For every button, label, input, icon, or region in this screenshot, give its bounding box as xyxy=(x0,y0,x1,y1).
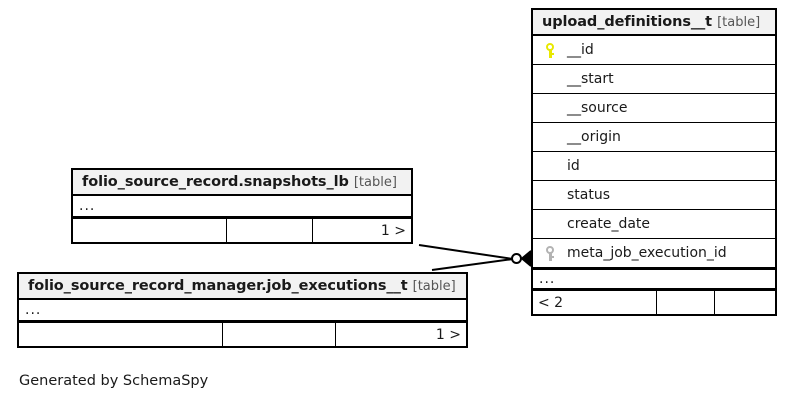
relationship-edge-snapshots xyxy=(418,244,514,260)
more-columns-indicator: ... xyxy=(533,268,775,291)
primary-key-icon xyxy=(537,42,563,58)
generated-by-credit: Generated by SchemaSpy xyxy=(19,373,209,389)
column-name: status xyxy=(567,187,611,204)
table-job-executions[interactable]: folio_source_record_manager.job_executio… xyxy=(17,272,468,349)
column-row[interactable]: create_date xyxy=(533,210,775,240)
footer-cell-incoming-relations xyxy=(19,323,223,347)
table-upload-definitions[interactable]: upload_definitions__t [table] __id __sta… xyxy=(531,8,777,317)
column-row[interactable]: id xyxy=(533,152,775,182)
column-row[interactable]: __source xyxy=(533,94,775,124)
crows-foot-prongs-icon xyxy=(521,250,532,267)
column-row[interactable]: __id xyxy=(533,36,775,66)
table-title: folio_source_record_manager.job_executio… xyxy=(28,278,408,294)
crows-foot-many-icon xyxy=(521,249,532,268)
column-name: __source xyxy=(567,100,628,117)
table-header-snapshots-lb: folio_source_record.snapshots_lb [table] xyxy=(73,170,411,197)
table-footer: < 2 xyxy=(533,290,775,315)
column-name: __origin xyxy=(567,129,621,146)
column-row[interactable]: status xyxy=(533,181,775,211)
footer-cell-middle xyxy=(223,323,336,347)
column-name: __id xyxy=(567,42,594,59)
table-kind-label: [table] xyxy=(412,279,456,294)
column-name: create_date xyxy=(567,216,651,233)
table-kind-label: [table] xyxy=(717,15,761,30)
table-header-job-executions: folio_source_record_manager.job_executio… xyxy=(19,274,466,301)
table-kind-label: [table] xyxy=(353,175,397,190)
table-title: upload_definitions__t xyxy=(542,14,712,30)
more-columns-indicator: ... xyxy=(19,300,466,323)
foreign-key-icon xyxy=(537,245,563,261)
footer-cell-incoming-relations xyxy=(73,219,227,243)
table-footer: 1 > xyxy=(73,218,411,243)
column-row[interactable]: __start xyxy=(533,65,775,95)
more-columns-indicator: ... xyxy=(73,196,411,219)
table-footer: 1 > xyxy=(19,322,466,347)
column-row-foreign-key[interactable]: meta_job_execution_id xyxy=(533,239,775,269)
column-name: __start xyxy=(567,71,614,88)
footer-cell-outgoing-relations[interactable]: 1 > xyxy=(380,222,406,239)
relationship-edge-job-executions xyxy=(431,258,514,271)
footer-cell-middle xyxy=(227,219,313,243)
table-snapshots-lb[interactable]: folio_source_record.snapshots_lb [table]… xyxy=(71,168,413,245)
table-title: folio_source_record.snapshots_lb xyxy=(82,174,349,190)
cardinality-zero-circle-icon xyxy=(511,253,522,264)
column-name: id xyxy=(567,158,580,175)
footer-cell-middle xyxy=(657,291,715,315)
column-row[interactable]: __origin xyxy=(533,123,775,153)
table-header-upload-definitions: upload_definitions__t [table] xyxy=(533,10,775,37)
column-name: meta_job_execution_id xyxy=(567,245,727,262)
footer-cell-outgoing-relations[interactable] xyxy=(715,291,775,314)
footer-cell-incoming-relations[interactable]: < 2 xyxy=(533,291,657,315)
footer-cell-outgoing-relations[interactable]: 1 > xyxy=(435,326,461,343)
